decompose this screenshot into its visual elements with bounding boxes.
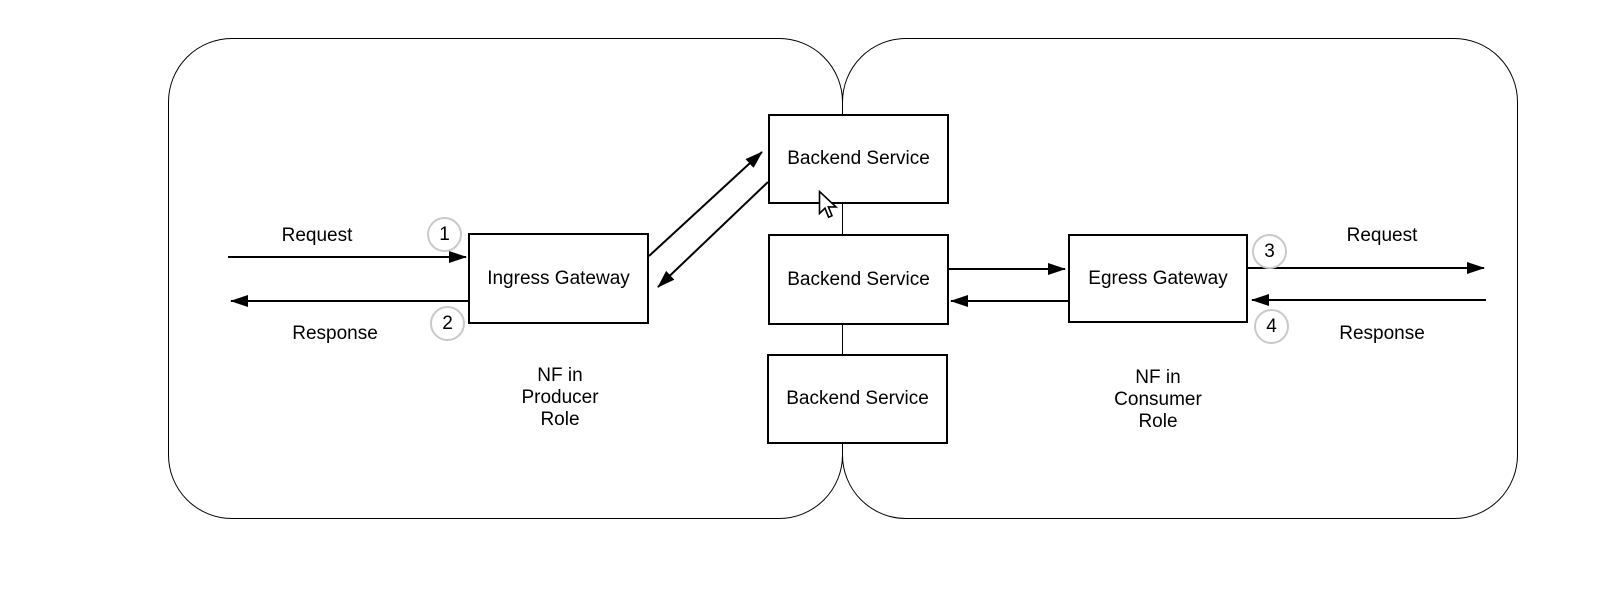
- consumer-request-label: Request: [1346, 225, 1418, 246]
- backend-service-node-middle: Backend Service: [768, 234, 949, 325]
- egress-gateway-node: Egress Gateway: [1068, 234, 1248, 323]
- backend-service-label: Backend Service: [787, 148, 930, 169]
- step-badge-4: 4: [1254, 309, 1289, 344]
- step-badge-3: 3: [1252, 234, 1287, 269]
- backend-service-label: Backend Service: [787, 268, 930, 290]
- ingress-gateway-node: Ingress Gateway: [468, 233, 649, 324]
- backend-service-node-top: Backend Service: [768, 114, 949, 204]
- producer-response-label: Response: [292, 323, 378, 344]
- egress-gateway-label: Egress Gateway: [1088, 267, 1228, 289]
- ingress-gateway-label: Ingress Gateway: [487, 267, 630, 289]
- consumer-response-label: Response: [1339, 323, 1425, 344]
- step-badge-2: 2: [430, 306, 465, 341]
- producer-region-caption: NF in Producer Role: [521, 365, 599, 430]
- backend-service-node-bottom: Backend Service: [767, 354, 948, 444]
- backend-service-label: Backend Service: [786, 388, 929, 409]
- step-badge-1: 1: [427, 217, 462, 252]
- consumer-region-caption: NF in Consumer Role: [1114, 367, 1202, 432]
- producer-request-label: Request: [281, 225, 353, 246]
- ingress-to-backend-arrow: [648, 151, 763, 257]
- backend-to-ingress-arrow: [657, 181, 769, 288]
